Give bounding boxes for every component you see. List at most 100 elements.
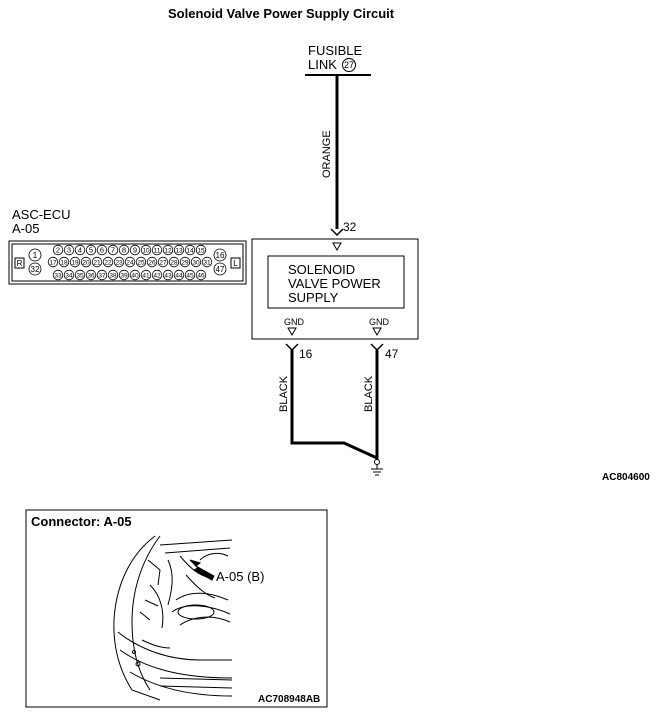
orange-wire-label: ORANGE	[321, 130, 333, 178]
ecu-top-pin-3: 3	[67, 246, 71, 255]
ecu-bottom-pin-36: 36	[87, 272, 95, 279]
pin-32-label: 32	[343, 220, 357, 234]
solenoid-label-line2: VALVE POWER	[288, 276, 381, 291]
ecu-middle-pin-27-circle	[157, 256, 169, 268]
ecu-bottom-pin-42: 42	[153, 272, 161, 279]
ecu-top-pin-6-circle	[96, 244, 108, 256]
pin-32-connector	[330, 228, 344, 237]
ecu-bottom-pin-42-circle	[151, 269, 163, 281]
connector-callout-label: A-05 (B)	[216, 569, 265, 584]
ecu-bottom-pin-41: 41	[142, 272, 150, 279]
gnd-arrow-right	[372, 327, 382, 337]
ecu-top-pin-14-circle	[184, 244, 196, 256]
ecu-middle-pin-27: 27	[159, 259, 167, 266]
pin-47-label: 47	[385, 347, 399, 361]
ecu-top-pin-14: 14	[186, 247, 194, 254]
ecu-end-pin-1: 1	[33, 251, 38, 260]
engine-compartment-illustration	[113, 535, 233, 701]
ecu-bottom-pin-33: 33	[54, 272, 62, 279]
ecu-middle-pin-25-circle	[135, 256, 147, 268]
ecu-end-pin-16: 16	[216, 251, 225, 260]
ecu-end-pin-47: 47	[216, 265, 225, 274]
ecu-connector-id: A-05	[12, 221, 40, 236]
ecu-top-pin-5-circle	[85, 244, 97, 256]
solenoid-label-line1: SOLENOID	[288, 262, 356, 277]
ecu-bottom-pin-40-circle	[129, 269, 141, 281]
ecu-middle-pin-31-circle	[201, 256, 213, 268]
ecu-bottom-pin-37-circle	[96, 269, 108, 281]
pin-47-connector	[370, 343, 384, 352]
gnd-label-right: GND	[369, 317, 389, 327]
ecu-bottom-pin-39-circle	[118, 269, 130, 281]
ecu-bottom-pin-40: 40	[131, 272, 139, 279]
pin-16-connector	[285, 343, 299, 352]
ecu-top-pin-3-circle	[63, 244, 75, 256]
ecu-top-pin-11: 11	[154, 247, 161, 254]
ecu-bottom-pin-35-circle	[74, 269, 86, 281]
solenoid-module-box	[251, 238, 419, 340]
ecu-middle-pin-23: 23	[115, 259, 123, 266]
ground-icon	[371, 459, 383, 476]
solenoid-label-box	[267, 255, 405, 309]
gnd-label-left: GND	[284, 317, 304, 327]
ecu-bottom-pin-45-circle	[184, 269, 196, 281]
ecu-top-pin-15-circle	[195, 244, 207, 256]
ecu-middle-pin-20: 20	[82, 259, 90, 266]
figure-code-connector: AC708948AB	[258, 694, 321, 705]
diagram-title: Solenoid Valve Power Supply Circuit	[168, 6, 395, 21]
ecu-middle-pin-29: 29	[181, 259, 189, 266]
ecu-top-pin-7-circle	[107, 244, 119, 256]
black-wire-16	[290, 350, 378, 460]
fusible-link-number: 27	[344, 60, 354, 70]
ecu-top-pin-6: 6	[100, 246, 104, 255]
ecu-bottom-pin-41-circle	[140, 269, 152, 281]
ecu-middle-pin-24-circle	[124, 256, 136, 268]
left-key-mark: R	[17, 259, 23, 268]
fusible-link-number-circle	[342, 58, 356, 72]
left-key-tab	[14, 257, 25, 269]
ecu-middle-pin-22: 22	[104, 259, 112, 266]
ecu-top-pin-8-circle	[118, 244, 130, 256]
ecu-middle-pin-19-circle	[69, 256, 81, 268]
ecu-middle-pin-30: 30	[192, 259, 200, 266]
ecu-top-pin-4: 4	[78, 246, 82, 255]
pin-16-label: 16	[299, 347, 313, 361]
ecu-top-pin-15: 15	[197, 247, 205, 254]
fusible-link-label-line1: FUSIBLE	[308, 43, 363, 58]
connector-location-box	[25, 509, 328, 708]
ecu-middle-pin-24: 24	[126, 259, 134, 266]
ecu-bottom-pin-46: 46	[197, 272, 205, 279]
ecu-bottom-pin-37: 37	[98, 272, 106, 279]
ecu-middle-pin-17: 17	[49, 259, 57, 266]
ecu-middle-pin-18: 18	[60, 259, 68, 266]
ecu-bottom-pin-38: 38	[109, 272, 117, 279]
ecu-end-pin-47-circle	[213, 262, 227, 276]
right-key-tab	[230, 257, 241, 269]
ecu-bottom-pin-43-circle	[162, 269, 174, 281]
ecu-middle-pin-17-circle	[47, 256, 59, 268]
solenoid-label-line3: SUPPLY	[288, 290, 339, 305]
ecu-middle-pin-20-circle	[80, 256, 92, 268]
connector-box-title: Connector: A-05	[31, 514, 132, 529]
input-arrow-32	[332, 242, 342, 252]
gnd-arrow-left	[287, 327, 297, 337]
ecu-top-pin-11-circle	[151, 244, 163, 256]
ecu-middle-pin-28-circle	[168, 256, 180, 268]
ecu-bottom-pin-44-circle	[173, 269, 185, 281]
ecu-bottom-pin-34-circle	[63, 269, 75, 281]
connector-callout-arrow	[189, 559, 215, 581]
ecu-top-pin-9: 9	[133, 246, 137, 255]
figure-code-main: AC804600	[602, 472, 650, 483]
ecu-bottom-pin-33-circle	[52, 269, 64, 281]
ecu-middle-pin-29-circle	[179, 256, 191, 268]
ecu-end-pin-1-circle	[28, 248, 42, 262]
ecu-middle-pin-19: 19	[71, 259, 79, 266]
ecu-bottom-pin-43: 43	[164, 272, 172, 279]
ecu-top-pin-2: 2	[56, 246, 60, 255]
ecu-bottom-pin-44: 44	[175, 272, 183, 279]
ecu-middle-pin-18-circle	[58, 256, 70, 268]
ecu-middle-pin-26-circle	[146, 256, 158, 268]
ecu-bottom-pin-35: 35	[76, 272, 84, 279]
